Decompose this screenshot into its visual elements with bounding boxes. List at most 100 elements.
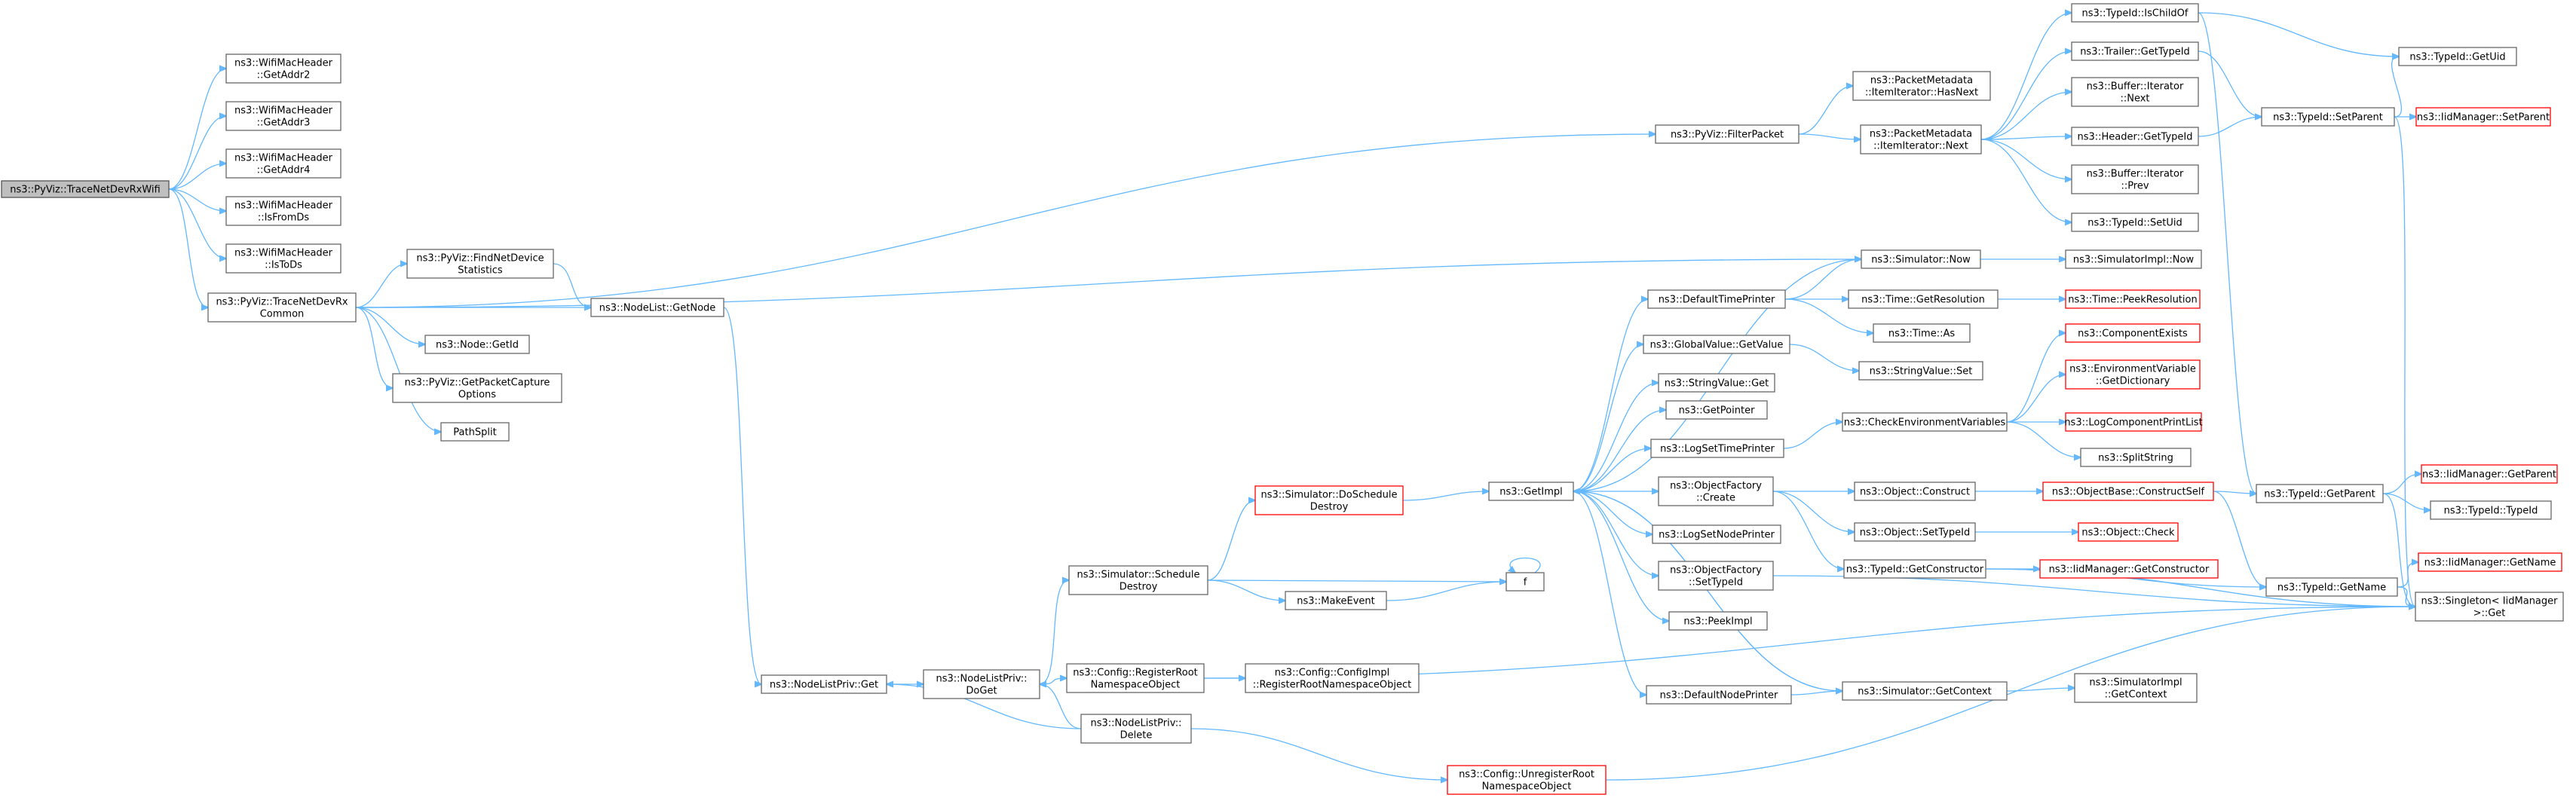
graph-node-iidgetparent[interactable]: ns3::IidManager::GetParent xyxy=(2421,464,2558,484)
graph-node-nodelistget[interactable]: ns3::NodeList::GetNode xyxy=(590,298,724,317)
node-label-line: ns3::IidManager::GetName xyxy=(2424,558,2556,569)
graph-node-logcomp[interactable]: ns3::LogComponentPrintList xyxy=(2064,412,2203,432)
graph-node-lognode[interactable]: ns3::LogSetNodePrinter xyxy=(1652,524,1781,544)
graph-node-ofcreate[interactable]: ns3::ObjectFactory::Create xyxy=(1658,476,1774,506)
node-label-line: ns3::ObjectFactory xyxy=(1670,565,1762,576)
graph-node-header[interactable]: ns3::Header::GetTypeId xyxy=(2071,127,2199,146)
graph-node-nodegetid[interactable]: ns3::Node::GetId xyxy=(424,335,530,354)
node-box xyxy=(1447,765,1607,795)
graph-node-pmnext[interactable]: ns3::PacketMetadata::ItemIterator::Next xyxy=(1860,124,1982,154)
graph-node-svget[interactable]: ns3::StringValue::Get xyxy=(1658,373,1775,393)
graph-node-iidsetparent[interactable]: ns3::IidManager::SetParent xyxy=(2415,107,2551,127)
node-label-line: ns3::NodeList::GetNode xyxy=(599,303,716,314)
graph-node-tidgetname[interactable]: ns3::TypeId::GetName xyxy=(2265,577,2398,597)
graph-node-splitstr[interactable]: ns3::SplitString xyxy=(2080,448,2192,467)
node-label-line: ns3::ComponentExists xyxy=(2078,329,2188,340)
graph-node-nlpdoget[interactable]: ns3::NodeListPriv::DoGet xyxy=(923,669,1040,699)
edge-regroot-to-singleton xyxy=(1203,607,2415,679)
graph-node-svset[interactable]: ns3::StringValue::Set xyxy=(1858,361,1983,381)
graph-node-deftime[interactable]: ns3::DefaultTimePrinter xyxy=(1647,289,1786,309)
graph-node-getpointer[interactable]: ns3::GetPointer xyxy=(1665,400,1768,420)
node-box xyxy=(590,298,724,317)
graph-node-bufnext[interactable]: ns3::Buffer::Iterator::Next xyxy=(2071,77,2199,107)
graph-node-isfromds[interactable]: ns3::WifiMacHeader::IsFromDs xyxy=(225,196,342,226)
graph-node-objsettypeid[interactable]: ns3::Object::SetTypeId xyxy=(1854,522,1976,542)
graph-node-checkenv[interactable]: ns3::CheckEnvironmentVariables xyxy=(1842,412,2008,432)
edge-getimpl-to-gvget xyxy=(1573,344,1643,492)
graph-node-getctx[interactable]: ns3::Simulator::GetContext xyxy=(1842,681,2008,701)
graph-node-istods[interactable]: ns3::WifiMacHeader::IsToDs xyxy=(225,243,342,274)
graph-node-f[interactable]: f xyxy=(1505,572,1545,592)
graph-node-singleton[interactable]: ns3::Singleton< IidManager>::Get xyxy=(2415,592,2564,622)
graph-node-hasnext[interactable]: ns3::PacketMetadata::ItemIterator::HasNe… xyxy=(1852,71,1991,101)
graph-node-bufprev[interactable]: ns3::Buffer::Iterator::Prev xyxy=(2071,164,2199,194)
node-label-line: ns3::Simulator::DoSchedule xyxy=(1260,490,1397,501)
graph-node-nlpdelete[interactable]: ns3::NodeListPriv::Delete xyxy=(1080,714,1192,744)
graph-node-addr4[interactable]: ns3::WifiMacHeader::GetAddr4 xyxy=(225,148,342,179)
node-label-line: ns3::WifiMacHeader xyxy=(234,248,333,259)
graph-node-objconstruct[interactable]: ns3::Object::Construct xyxy=(1854,482,1976,501)
graph-node-timeas[interactable]: ns3::Time::As xyxy=(1873,323,1971,343)
graph-node-setuid[interactable]: ns3::TypeId::SetUid xyxy=(2071,212,2199,232)
graph-node-root[interactable]: ns3::PyViz::TraceNetDevRxWifi xyxy=(1,180,170,198)
graph-node-setparent[interactable]: ns3::TypeId::SetParent xyxy=(2261,107,2395,127)
node-label-line: NamespaceObject xyxy=(1482,781,1572,793)
node-box xyxy=(1650,439,1784,458)
graph-node-getres[interactable]: ns3::Time::GetResolution xyxy=(1848,289,1999,309)
graph-node-regroot[interactable]: ns3::Config::RegisterRootNamespaceObject xyxy=(1066,663,1205,693)
node-box xyxy=(2065,249,2202,269)
edge-nlpdelete-to-nlpget xyxy=(887,684,1082,729)
node-box xyxy=(1080,714,1192,744)
graph-node-simnow[interactable]: ns3::Simulator::Now xyxy=(1861,249,1981,269)
edge-ofcreate-to-objsettypeid xyxy=(1772,491,1855,532)
graph-node-simimplnow[interactable]: ns3::SimulatorImpl::Now xyxy=(2065,249,2202,269)
graph-node-cfgimplreg[interactable]: ns3::Config::ConfigImpl::RegisterRootNam… xyxy=(1245,663,1420,693)
node-box xyxy=(2398,47,2517,66)
edge-setparent-to-getuid xyxy=(2391,57,2403,118)
graph-node-tidtypeid[interactable]: ns3::TypeId::TypeId xyxy=(2430,500,2552,520)
graph-node-filter[interactable]: ns3::PyViz::FilterPacket xyxy=(1655,124,1800,144)
node-box xyxy=(225,148,342,179)
graph-node-unregroot[interactable]: ns3::Config::UnregisterRootNamespaceObje… xyxy=(1447,765,1607,795)
node-label-line: PathSplit xyxy=(453,427,496,439)
graph-node-gvget[interactable]: ns3::GlobalValue::GetValue xyxy=(1643,335,1790,354)
graph-node-ischild[interactable]: ns3::TypeId::IsChildOf xyxy=(2071,3,2199,23)
node-box xyxy=(2065,359,2201,390)
graph-node-peekimpl[interactable]: ns3::PeekImpl xyxy=(1668,611,1768,631)
graph-node-getctor[interactable]: ns3::TypeId::GetConstructor xyxy=(1843,559,1986,579)
graph-node-envvar[interactable]: ns3::EnvironmentVariable::GetDictionary xyxy=(2065,359,2201,390)
graph-node-simimplctx[interactable]: ns3::SimulatorImpl::GetContext xyxy=(2074,673,2198,703)
graph-node-peekres[interactable]: ns3::Time::PeekResolution xyxy=(2065,289,2201,309)
node-label-line: ns3::PyViz::TraceNetDevRxWifi xyxy=(10,185,160,196)
graph-node-nlpget[interactable]: ns3::NodeListPriv::Get xyxy=(761,674,887,694)
graph-node-constructself[interactable]: ns3::ObjectBase::ConstructSelf xyxy=(2042,482,2214,501)
node-box xyxy=(1066,663,1205,693)
graph-node-trailer[interactable]: ns3::Trailer::GetTypeId xyxy=(2071,41,2199,61)
graph-node-tidgetparent[interactable]: ns3::TypeId::GetParent xyxy=(2256,484,2384,503)
graph-node-getimpl[interactable]: ns3::GetImpl xyxy=(1488,482,1574,501)
graph-node-logsettime[interactable]: ns3::LogSetTimePrinter xyxy=(1650,439,1784,458)
graph-node-compexists[interactable]: ns3::ComponentExists xyxy=(2065,323,2201,343)
node-label-line: ::GetContext xyxy=(2105,689,2167,701)
graph-node-pathsplit[interactable]: PathSplit xyxy=(440,422,510,442)
graph-node-objcheck[interactable]: ns3::Object::Check xyxy=(2078,522,2179,542)
graph-node-iidgetctor[interactable]: ns3::IidManager::GetConstructor xyxy=(2039,559,2219,579)
graph-node-makeevent[interactable]: ns3::MakeEvent xyxy=(1285,591,1387,610)
edge-setparent-to-singleton xyxy=(2394,116,2415,607)
node-label-line: ns3::TypeId::GetConstructor xyxy=(1846,564,1984,576)
graph-node-defnode[interactable]: ns3::DefaultNodePrinter xyxy=(1646,685,1792,705)
node-box xyxy=(1643,335,1790,354)
node-label-line: ns3::Buffer::Iterator xyxy=(2087,81,2184,93)
graph-node-ofsettypeid[interactable]: ns3::ObjectFactory::SetTypeId xyxy=(1658,561,1774,591)
graph-node-getuid[interactable]: ns3::TypeId::GetUid xyxy=(2398,47,2517,66)
graph-node-iidgetname[interactable]: ns3::IidManager::GetName xyxy=(2418,552,2562,572)
node-label-line: ::ItemIterator::HasNext xyxy=(1865,87,1978,99)
edge-common-to-nodegetid xyxy=(355,307,425,344)
graph-node-addr3[interactable]: ns3::WifiMacHeader::GetAddr3 xyxy=(225,101,342,131)
graph-node-addr2[interactable]: ns3::WifiMacHeader::GetAddr2 xyxy=(225,54,342,84)
